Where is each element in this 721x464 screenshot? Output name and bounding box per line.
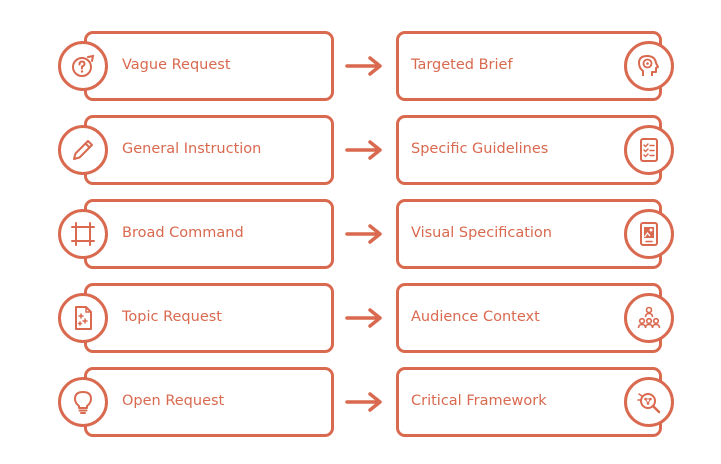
right-icon-circle xyxy=(624,41,674,91)
left-card xyxy=(84,199,334,269)
right-icon-circle xyxy=(624,293,674,343)
left-card xyxy=(84,283,334,353)
right-icon-circle xyxy=(624,377,674,427)
left-icon-circle xyxy=(58,209,108,259)
right-card xyxy=(396,31,662,101)
arrow-right-icon xyxy=(345,224,382,244)
left-label: Open Request xyxy=(122,393,225,409)
document-sparkle-icon xyxy=(75,306,92,330)
right-card xyxy=(396,283,662,353)
audience-group-icon xyxy=(637,306,661,329)
right-label: Audience Context xyxy=(411,309,540,325)
arrow-right-icon xyxy=(345,56,382,76)
right-card xyxy=(396,115,662,185)
tablet-image-icon xyxy=(640,222,658,246)
lightbulb-icon xyxy=(74,391,92,414)
right-label: Targeted Brief xyxy=(411,57,513,73)
left-icon-circle xyxy=(58,125,108,175)
row-1: Vague Request Targeted Brief xyxy=(0,31,721,105)
right-icon-circle xyxy=(624,209,674,259)
right-icon-circle xyxy=(624,125,674,175)
left-icon-circle xyxy=(58,293,108,343)
left-label: Vague Request xyxy=(122,57,231,73)
right-label: Critical Framework xyxy=(411,393,547,409)
row-5: Open Request Critical Framework xyxy=(0,367,721,441)
left-icon-circle xyxy=(58,41,108,91)
checklist-icon xyxy=(640,138,658,162)
left-card xyxy=(84,31,334,101)
left-icon-circle xyxy=(58,377,108,427)
left-label: Broad Command xyxy=(122,225,244,241)
frame-crop-icon xyxy=(71,222,95,246)
magnify-network-icon xyxy=(637,393,661,414)
pencil-icon xyxy=(73,140,93,160)
right-card xyxy=(396,367,662,437)
left-label: General Instruction xyxy=(122,141,262,157)
left-label: Topic Request xyxy=(122,309,222,325)
right-card xyxy=(396,199,662,269)
row-4: Topic Request Audience Context xyxy=(0,283,721,357)
arrow-right-icon xyxy=(345,308,382,328)
arrow-right-icon xyxy=(345,140,382,160)
right-label: Specific Guidelines xyxy=(411,141,549,157)
row-2: General Instruction Specific Guidelines xyxy=(0,115,721,189)
right-label: Visual Specification xyxy=(411,225,552,241)
head-target-icon xyxy=(638,55,659,76)
row-3: Broad Command Visual Specification xyxy=(0,199,721,273)
left-card xyxy=(84,115,334,185)
arrow-right-icon xyxy=(345,392,382,412)
question-bubble-icon xyxy=(72,54,95,77)
